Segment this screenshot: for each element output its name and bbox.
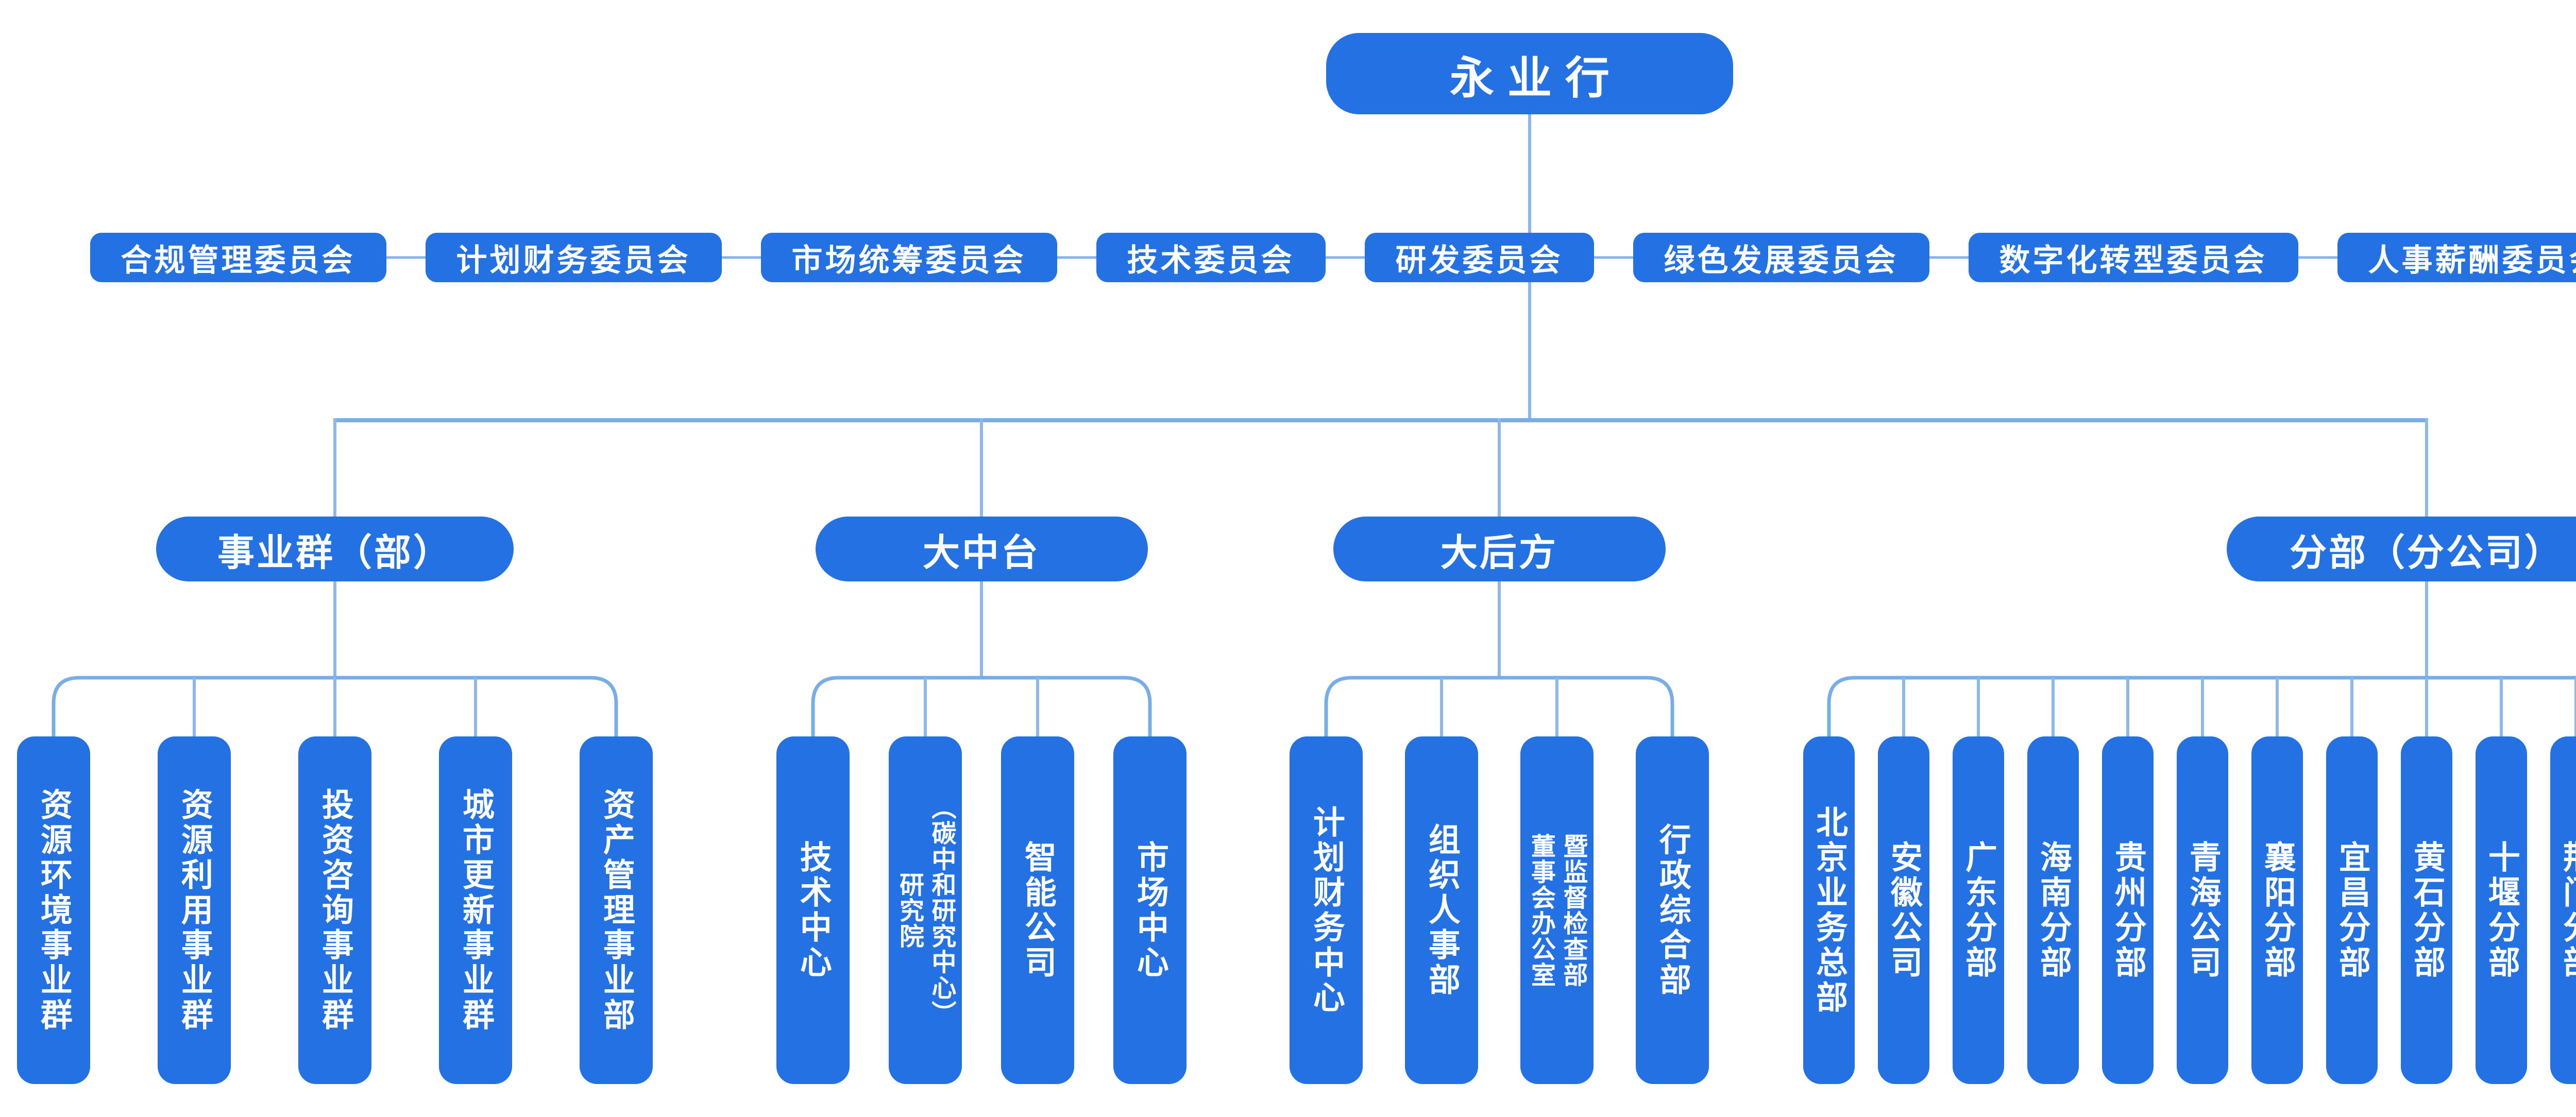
- branch-group: 计划财务中心 组织人事部 董事会办公室暨监督检查部 行政综合部: [1290, 736, 1709, 1084]
- org-unit-label: 技术中心: [794, 840, 832, 981]
- committee-node: 合规管理委员会: [90, 233, 386, 282]
- org-unit-node: 资产管理事业部: [580, 736, 653, 1084]
- branch-node: 事业群（部）: [156, 517, 514, 581]
- org-unit-node: 组织人事部: [1405, 736, 1478, 1084]
- org-unit-label: 海南分部: [2034, 840, 2072, 981]
- org-unit-label: 投资咨询事业群: [316, 787, 354, 1033]
- org-unit-label: 资源利用事业群: [175, 787, 213, 1033]
- branch-group: 技术中心 研究院（碳中和研究中心） 智能公司 市场中心: [776, 736, 1187, 1084]
- org-unit-node: 董事会办公室暨监督检查部: [1520, 736, 1594, 1084]
- org-unit-node: 投资咨询事业群: [298, 736, 371, 1084]
- org-unit-node: 资源环境事业群: [17, 736, 90, 1084]
- org-unit-label: 资产管理事业部: [597, 787, 635, 1033]
- org-unit-node: 技术中心: [776, 736, 850, 1084]
- root-node: 永业行: [1326, 33, 1733, 114]
- committee-row: 合规管理委员会计划财务委员会市场统筹委员会技术委员会研发委员会绿色发展委员会数字…: [0, 233, 2576, 282]
- org-unit-node: 青海公司: [2177, 736, 2228, 1084]
- org-unit-node: 北京业务总部: [1803, 736, 1855, 1084]
- branch-node: 分部（分公司）: [2227, 517, 2576, 581]
- committee-node: 绿色发展委员会: [1633, 233, 1929, 282]
- org-unit-node: 资源利用事业群: [158, 736, 231, 1084]
- org-unit-node: 市场中心: [1113, 736, 1187, 1084]
- org-unit-label: 研究院（碳中和研究中心）: [895, 794, 956, 1026]
- committee-node: 计划财务委员会: [425, 233, 722, 282]
- branch-group: 资源环境事业群 资源利用事业群 投资咨询事业群 城市更新事业群 资产管理事业部: [17, 736, 653, 1084]
- branch-node: 大中台: [815, 517, 1148, 581]
- committee-node: 技术委员会: [1096, 233, 1326, 282]
- org-unit-node: 海南分部: [2027, 736, 2079, 1084]
- org-unit-label: 城市更新事业群: [456, 787, 495, 1033]
- org-unit-label: 计划财务中心: [1307, 805, 1345, 1016]
- org-unit-node: 计划财务中心: [1290, 736, 1363, 1084]
- org-unit-node: 宜昌分部: [2326, 736, 2378, 1084]
- org-unit-label: 市场中心: [1131, 840, 1169, 981]
- org-unit-label: 宜昌分部: [2333, 840, 2371, 981]
- org-unit-node: 行政综合部: [1636, 736, 1709, 1084]
- org-unit-node: 安徽公司: [1878, 736, 1929, 1084]
- org-unit-label: 青海公司: [2183, 840, 2222, 981]
- branch-group: 北京业务总部安徽公司广东分部海南分部贵州分部青海公司襄阳分部宜昌分部黄石分部十堰…: [1803, 736, 2576, 1084]
- org-unit-label: 贵州分部: [2109, 840, 2147, 981]
- org-unit-node: 贵州分部: [2102, 736, 2154, 1084]
- org-unit-label: 组织人事部: [1422, 822, 1461, 998]
- org-unit-label: 行政综合部: [1653, 822, 1691, 998]
- committee-node: 研发委员会: [1364, 233, 1594, 282]
- org-unit-label: 资源环境事业群: [35, 787, 73, 1033]
- org-unit-label: 十堰分部: [2482, 840, 2520, 981]
- org-unit-label: 广东分部: [1959, 840, 1997, 981]
- committee-node: 数字化转型委员会: [1968, 233, 2298, 282]
- org-unit-label: 董事会办公室暨监督检查部: [1527, 833, 1588, 988]
- org-unit-node: 智能公司: [1001, 736, 1074, 1084]
- org-unit-label: 襄阳分部: [2258, 840, 2296, 981]
- org-unit-label: 黄石分部: [2408, 840, 2446, 981]
- org-unit-label: 智能公司: [1019, 840, 1057, 981]
- org-unit-node: 广东分部: [1953, 736, 2004, 1084]
- committee-node: 市场统筹委员会: [760, 233, 1057, 282]
- org-unit-node: 黄石分部: [2401, 736, 2452, 1084]
- org-unit-node: 十堰分部: [2476, 736, 2527, 1084]
- org-unit-label: 荆门分部: [2557, 840, 2576, 981]
- org-unit-node: 城市更新事业群: [439, 736, 512, 1084]
- committee-node: 人事薪酬委员会: [2337, 233, 2576, 282]
- org-unit-label: 北京业务总部: [1810, 805, 1848, 1016]
- org-unit-node: 襄阳分部: [2251, 736, 2303, 1084]
- org-unit-node: 研究院（碳中和研究中心）: [889, 736, 962, 1084]
- branch-node: 大后方: [1333, 517, 1666, 581]
- org-unit-label: 安徽公司: [1885, 840, 1923, 981]
- org-unit-node: 荆门分部: [2550, 736, 2576, 1084]
